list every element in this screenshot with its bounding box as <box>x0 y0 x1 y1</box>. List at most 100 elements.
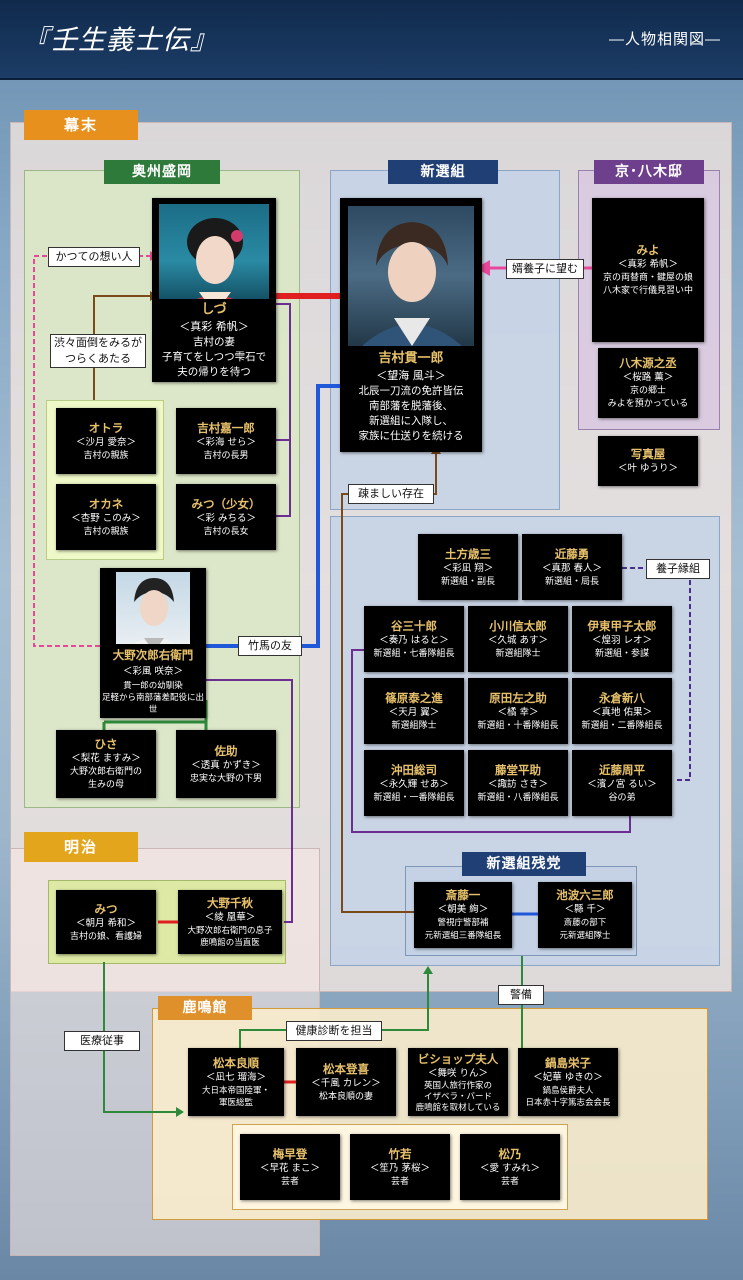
desc-ogawa: 新選組隊士 <box>495 648 541 659</box>
card-nagakura[interactable]: 永倉新八 ＜真地 佑果＞ 新選組・二番隊組長 <box>572 678 672 744</box>
desc-matsumoto-tomiko: 松本良順の妻 <box>318 1091 373 1102</box>
card-ogawa[interactable]: 小川信太郎 ＜久城 あす＞ 新選組隊士 <box>468 606 568 672</box>
actor-ogawa: ＜久城 あす＞ <box>487 634 549 646</box>
ohno-son-line <box>206 679 293 923</box>
desc-shizu: 吉村の妻 子育てをしつつ雫石で 夫の帰りを待つ <box>161 336 267 378</box>
name-mitsu-girl: みつ（少女） <box>191 496 261 511</box>
actor-tani: ＜奏乃 はると＞ <box>379 634 449 646</box>
card-yagi-genno[interactable]: 八木源之丞 ＜桜路 薫＞ 京の郷士 みよを預かっている <box>598 348 698 418</box>
actor-hijikata: ＜彩凪 翔＞ <box>442 562 494 574</box>
name-takewaka: 竹若 <box>388 1146 412 1161</box>
portrait-yoshimura <box>348 206 474 346</box>
card-shizu[interactable]: しづ ＜真彩 希帆＞ 吉村の妻 子育てをしつつ雫石で 夫の帰りを待つ <box>152 198 276 382</box>
page-title: 『壬生義士伝』 <box>22 25 218 56</box>
card-hisa[interactable]: ひさ ＜梨花 ますみ＞ 大野次郎右衛門の 生みの母 <box>56 730 156 798</box>
actor-ito: ＜煌羽 レオ＞ <box>591 634 653 646</box>
actor-kondo-shuhei: ＜濱ノ宮 るい＞ <box>587 778 657 790</box>
desc-miyo: 京の両替商・鍵屋の娘 八木家で行儀見習い中 <box>602 273 693 296</box>
desc-okita: 新選組・一番隊組長 <box>373 792 455 803</box>
card-okita[interactable]: 沖田総司 ＜永久輝 せあ＞ 新選組・一番隊組長 <box>364 750 464 816</box>
actor-ohno: ＜彩風 咲奈＞ <box>122 666 184 677</box>
actor-harada: ＜橘 幸＞ <box>497 706 539 718</box>
actor-bishop: ＜舞咲 りん＞ <box>427 1067 489 1079</box>
name-matsumoto-tomiko: 松本登喜 <box>323 1061 369 1076</box>
group-label-oshu: 奥州盛岡 <box>104 160 220 184</box>
card-saito[interactable]: 斎藤一 ＜朝美 絢＞ 警視庁警部補 元新選組三番隊組長 <box>414 882 512 948</box>
desc-nagakura: 新選組・二番隊組長 <box>581 720 663 731</box>
card-takewaka[interactable]: 竹若 ＜笙乃 茅桜＞ 芸者 <box>350 1134 450 1200</box>
card-todo[interactable]: 藤堂平助 ＜諏訪 さき＞ 新選組・八番隊組長 <box>468 750 568 816</box>
card-photographer[interactable]: 写真屋 ＜叶 ゆうり＞ <box>598 436 698 486</box>
desc-nabeshima: 鍋島侯爵夫人 日本赤十字篤志会会長 <box>525 1086 611 1108</box>
adoption-line <box>622 567 691 781</box>
group-label-zanto: 新選組残党 <box>462 852 586 876</box>
actor-yagi-genno: ＜桜路 薫＞ <box>622 372 674 383</box>
name-hisa: ひさ <box>94 737 118 751</box>
card-ohno[interactable]: 大野次郎右衛門 ＜彩風 咲奈＞ 貫一郎の幼馴染 足軽から南部藩差配役に出世 <box>100 568 206 718</box>
desc-tani: 新選組・七番隊組長 <box>373 648 455 659</box>
desc-otora: 吉村の親族 <box>83 450 129 461</box>
name-todo: 藤堂平助 <box>495 762 541 777</box>
desc-mitsu-adult: 吉村の娘、看護婦 <box>69 931 142 942</box>
name-ogawa: 小川信太郎 <box>489 618 547 633</box>
name-kondo-shuhei: 近藤周平 <box>599 762 645 777</box>
card-nabeshima[interactable]: 鍋島栄子 ＜妃華 ゆきの＞ 鍋島侯爵夫人 日本赤十字篤志会会長 <box>518 1048 618 1116</box>
label-checkup: 健康診断を担当 <box>286 1021 382 1041</box>
actor-todo: ＜諏訪 さき＞ <box>487 778 549 790</box>
card-kondo-shuhei[interactable]: 近藤周平 ＜濱ノ宮 るい＞ 谷の弟 <box>572 750 672 816</box>
label-annoying: 疎ましい存在 <box>348 484 434 504</box>
actor-ikehata: ＜縣 千＞ <box>564 904 606 915</box>
name-ohno-chiaki: 大野千秋 <box>207 896 253 910</box>
actor-mitsu-girl: ＜彩 みちる＞ <box>195 512 257 524</box>
name-saito: 斎藤一 <box>445 888 481 902</box>
name-okane: オカネ <box>88 496 124 511</box>
desc-bishop: 英国人旅行作家の イザベラ・バード 鹿鳴館を取材している <box>415 1080 501 1113</box>
desc-kaichiro: 吉村の長男 <box>203 450 249 461</box>
page-subtitle: ―人物相関図― <box>608 30 721 48</box>
card-kaichiro[interactable]: 吉村嘉一郎 ＜彩海 せら＞ 吉村の長男 <box>176 408 276 474</box>
card-ito[interactable]: 伊東甲子太郎 ＜煌羽 レオ＞ 新選組・参謀 <box>572 606 672 672</box>
desc-todo: 新選組・八番隊組長 <box>477 792 559 803</box>
group-label-shinsengumi: 新選組 <box>388 160 498 184</box>
desc-hijikata: 新選組・副長 <box>440 576 495 587</box>
card-bishop[interactable]: ビショップ夫人 ＜舞咲 りん＞ 英国人旅行作家の イザベラ・バード 鹿鳴館を取材… <box>408 1048 508 1116</box>
card-matsumoto-tomiko[interactable]: 松本登喜 ＜千風 カレン＞ 松本良順の妻 <box>296 1048 396 1116</box>
desc-okane: 吉村の親族 <box>83 526 129 537</box>
card-tani[interactable]: 谷三十郎 ＜奏乃 はると＞ 新選組・七番隊組長 <box>364 606 464 672</box>
name-ito: 伊東甲子太郎 <box>587 618 657 633</box>
card-mitsu-girl[interactable]: みつ（少女） ＜彩 みちる＞ 吉村の長女 <box>176 484 276 550</box>
name-bishop: ビショップ夫人 <box>417 1051 499 1066</box>
name-nabeshima: 鍋島栄子 <box>545 1056 591 1070</box>
era-tag-bakumatsu: 幕末 <box>24 110 138 140</box>
name-otora: オトラ <box>88 420 124 435</box>
desc-hisa: 大野次郎右衛門の 生みの母 <box>69 767 142 790</box>
label-former-love: かつての想い人 <box>48 247 140 267</box>
actor-takewaka: ＜笙乃 茅桜＞ <box>369 1162 431 1174</box>
card-ikehata[interactable]: 池波六三郎 ＜縣 千＞ 斎藤の部下 元新選組隊士 <box>538 882 632 948</box>
name-mitsu-adult: みつ <box>94 901 118 916</box>
card-otora[interactable]: オトラ ＜沙月 愛奈＞ 吉村の親族 <box>56 408 156 474</box>
actor-kondo-isami: ＜真那 春人＞ <box>541 562 603 574</box>
card-ohno-chiaki[interactable]: 大野千秋 ＜綾 凰華＞ 大野次郎右衛門の息子 鹿鳴館の当直医 <box>178 890 282 954</box>
card-harada[interactable]: 原田左之助 ＜橘 幸＞ 新選組・十番隊組長 <box>468 678 568 744</box>
card-mitsu-adult[interactable]: みつ ＜朝月 希和＞ 吉村の娘、看護婦 <box>56 890 156 954</box>
card-hijikata[interactable]: 土方歳三 ＜彩凪 翔＞ 新選組・副長 <box>418 534 518 600</box>
name-nagakura: 永倉新八 <box>599 690 645 705</box>
card-shinohara[interactable]: 篠原泰之進 ＜天月 翼＞ 新選組隊士 <box>364 678 464 744</box>
desc-ito: 新選組・参謀 <box>594 648 649 659</box>
desc-sasuke: 忠実な大野の下男 <box>189 773 262 784</box>
card-yoshimura[interactable]: 吉村貫一郎 ＜望海 風斗＞ 北辰一刀流の免許皆伝 南部藩を脱藩後、 新選組に入隊… <box>340 198 482 452</box>
card-kondo-isami[interactable]: 近藤勇 ＜真那 春人＞ 新選組・局長 <box>522 534 622 600</box>
card-miyo[interactable]: みよ ＜真彩 希帆＞ 京の両替商・鍵屋の娘 八木家で行儀見習い中 <box>592 198 704 342</box>
card-matsumoto-ryojun[interactable]: 松本良順 ＜凪七 瑠海＞ 大日本帝国陸軍・ 軍医総監 <box>188 1048 284 1116</box>
family-line <box>276 303 291 441</box>
portrait-shizu <box>159 204 269 299</box>
desc-harada: 新選組・十番隊組長 <box>477 720 559 731</box>
card-matsuno[interactable]: 松乃 ＜愛 すみれ＞ 芸者 <box>460 1134 560 1200</box>
card-sasuke[interactable]: 佐助 ＜透真 かずき＞ 忠実な大野の下男 <box>176 730 276 798</box>
card-umehaya[interactable]: 梅早登 ＜早花 まこ＞ 芸者 <box>240 1134 340 1200</box>
desc-mitsu-girl: 吉村の長女 <box>203 526 249 537</box>
actor-matsumoto-ryojun: ＜凪七 瑠海＞ <box>205 1072 267 1083</box>
portrait-ohno <box>116 572 190 644</box>
card-okane[interactable]: オカネ ＜杏野 このみ＞ 吉村の親族 <box>56 484 156 550</box>
